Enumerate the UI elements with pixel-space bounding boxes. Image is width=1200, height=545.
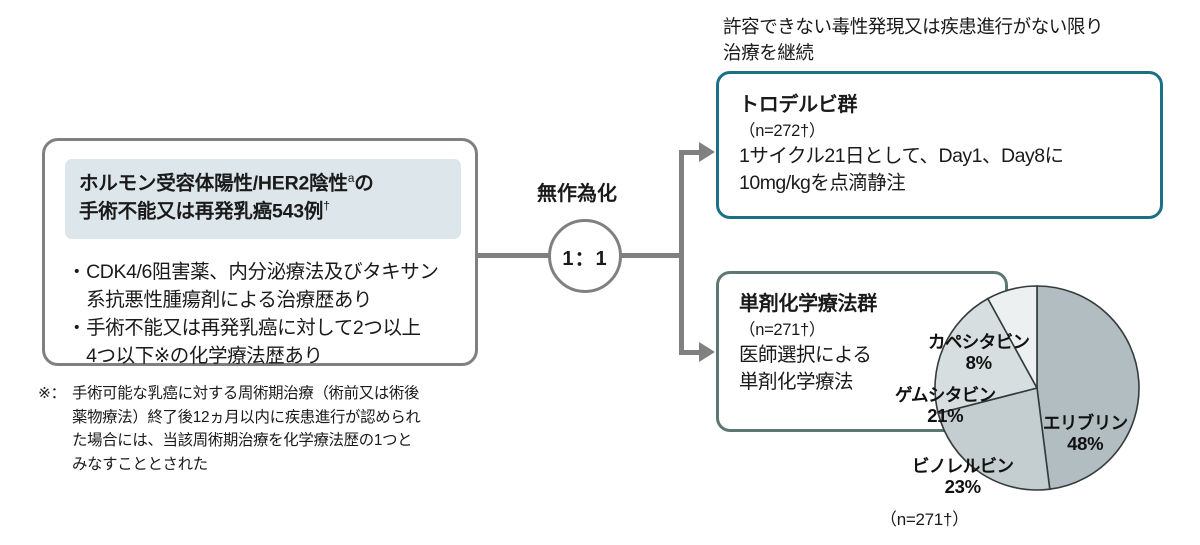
connector-line-left xyxy=(478,253,552,258)
eligibility-box: ホルモン受容体陽性/HER2陰性aの 手術不能又は再発乳癌543例† ・CDK4… xyxy=(42,138,478,367)
eligibility-header-line2: 手術不能又は再発乳癌543例 xyxy=(79,200,324,223)
pie-chart-n-label: （n=271†） xyxy=(880,510,969,529)
eligibility-header-line1: ホルモン受容体陽性/HER2陰性 xyxy=(79,172,348,195)
chemo-arm-n: （n=271†） xyxy=(739,321,826,339)
trodelvy-arm-box: トロデルビ群 （n=272†） 1サイクル21日として、Day1、Day8に 1… xyxy=(716,71,1163,219)
pie-svg xyxy=(934,285,1140,491)
chemo-arm-description: 医師選択による 単剤化学療法 xyxy=(739,344,872,394)
pie-slice-name: ビノレルビン xyxy=(912,456,1014,476)
treatment-continuation-note: 許容できない毒性発現又は疾患進行がない限り 治療を継続 xyxy=(723,16,1104,64)
connector-line-to-trodelvy xyxy=(679,150,701,155)
pie-slice-name: カペシタビン xyxy=(928,332,1030,352)
randomization-ratio-text: 1：1 xyxy=(562,247,608,270)
connector-line-to-chemo xyxy=(679,350,701,355)
randomization-ratio-node: 1：1 xyxy=(548,219,622,293)
pie-slice-value: 48% xyxy=(1067,432,1104,454)
connector-line-vertical xyxy=(679,150,684,355)
pie-slice-0 xyxy=(1036,285,1140,491)
arrow-head-icon xyxy=(699,142,715,162)
footnote-marker: ※： xyxy=(38,385,66,402)
connector-line-right xyxy=(618,253,684,258)
pie-slice-3 xyxy=(986,285,1038,389)
pie-slice-value: 8% xyxy=(965,351,992,373)
pie-slice-2 xyxy=(934,297,1039,415)
footnote-text: 手術可能な乳癌に対する周術期治療（術前又は術後 薬物療法）終了後12ヵ月以内に疾… xyxy=(72,385,421,474)
trodelvy-arm-n: （n=272†） xyxy=(739,122,826,140)
trodelvy-arm-title: トロデルビ群 xyxy=(739,94,858,116)
pie-slice-name: ゲムシタビン xyxy=(895,385,996,405)
pie-slice-label-gemcitabine: ゲムシタビン 21% xyxy=(895,385,996,426)
pie-slice-value: 21% xyxy=(927,404,964,426)
footnote-marker-a: a xyxy=(347,171,355,185)
eligibility-header-line1-tail: の xyxy=(354,172,374,195)
footnote-marker-dagger: † xyxy=(323,199,330,214)
pie-slice-label-eribulin: エリブリン 48% xyxy=(1043,413,1128,454)
eligibility-population-header: ホルモン受容体陽性/HER2陰性aの 手術不能又は再発乳癌543例† xyxy=(65,159,461,240)
criterion-item: ・CDK4/6阻害薬、内分泌療法及びタキサン 系抗悪性腫瘍剤による治療歴あり xyxy=(67,261,439,311)
pie-slice-1 xyxy=(937,386,1051,491)
trodelvy-arm-description: 1サイクル21日として、Day1、Day8に 10mg/kgを点滴静注 xyxy=(739,145,1064,195)
pie-slice-label-vinorelbine: ビノレルビン 23% xyxy=(912,456,1014,497)
footnote-block: ※： 手術可能な乳癌に対する周術期治療（術前又は術後 薬物療法）終了後12ヵ月以… xyxy=(38,382,508,477)
arrow-head-icon xyxy=(699,342,715,362)
pie-slice-label-capecitabine: カペシタビン 8% xyxy=(928,332,1030,373)
criterion-item: ・手術不能又は再発乳癌に対して2つ以上 4つ以下※の化学療法歴あり xyxy=(67,316,421,367)
pie-slice-name: エリブリン xyxy=(1043,413,1128,433)
chemotherapy-distribution-pie-chart xyxy=(933,284,1141,492)
chemo-arm-title: 単剤化学療法群 xyxy=(739,293,877,315)
pie-slice-value: 23% xyxy=(944,475,981,497)
randomization-label: 無作為化 xyxy=(537,183,617,205)
eligibility-criteria-list: ・CDK4/6阻害薬、内分泌療法及びタキサン 系抗悪性腫瘍剤による治療歴あり ・… xyxy=(67,259,477,371)
